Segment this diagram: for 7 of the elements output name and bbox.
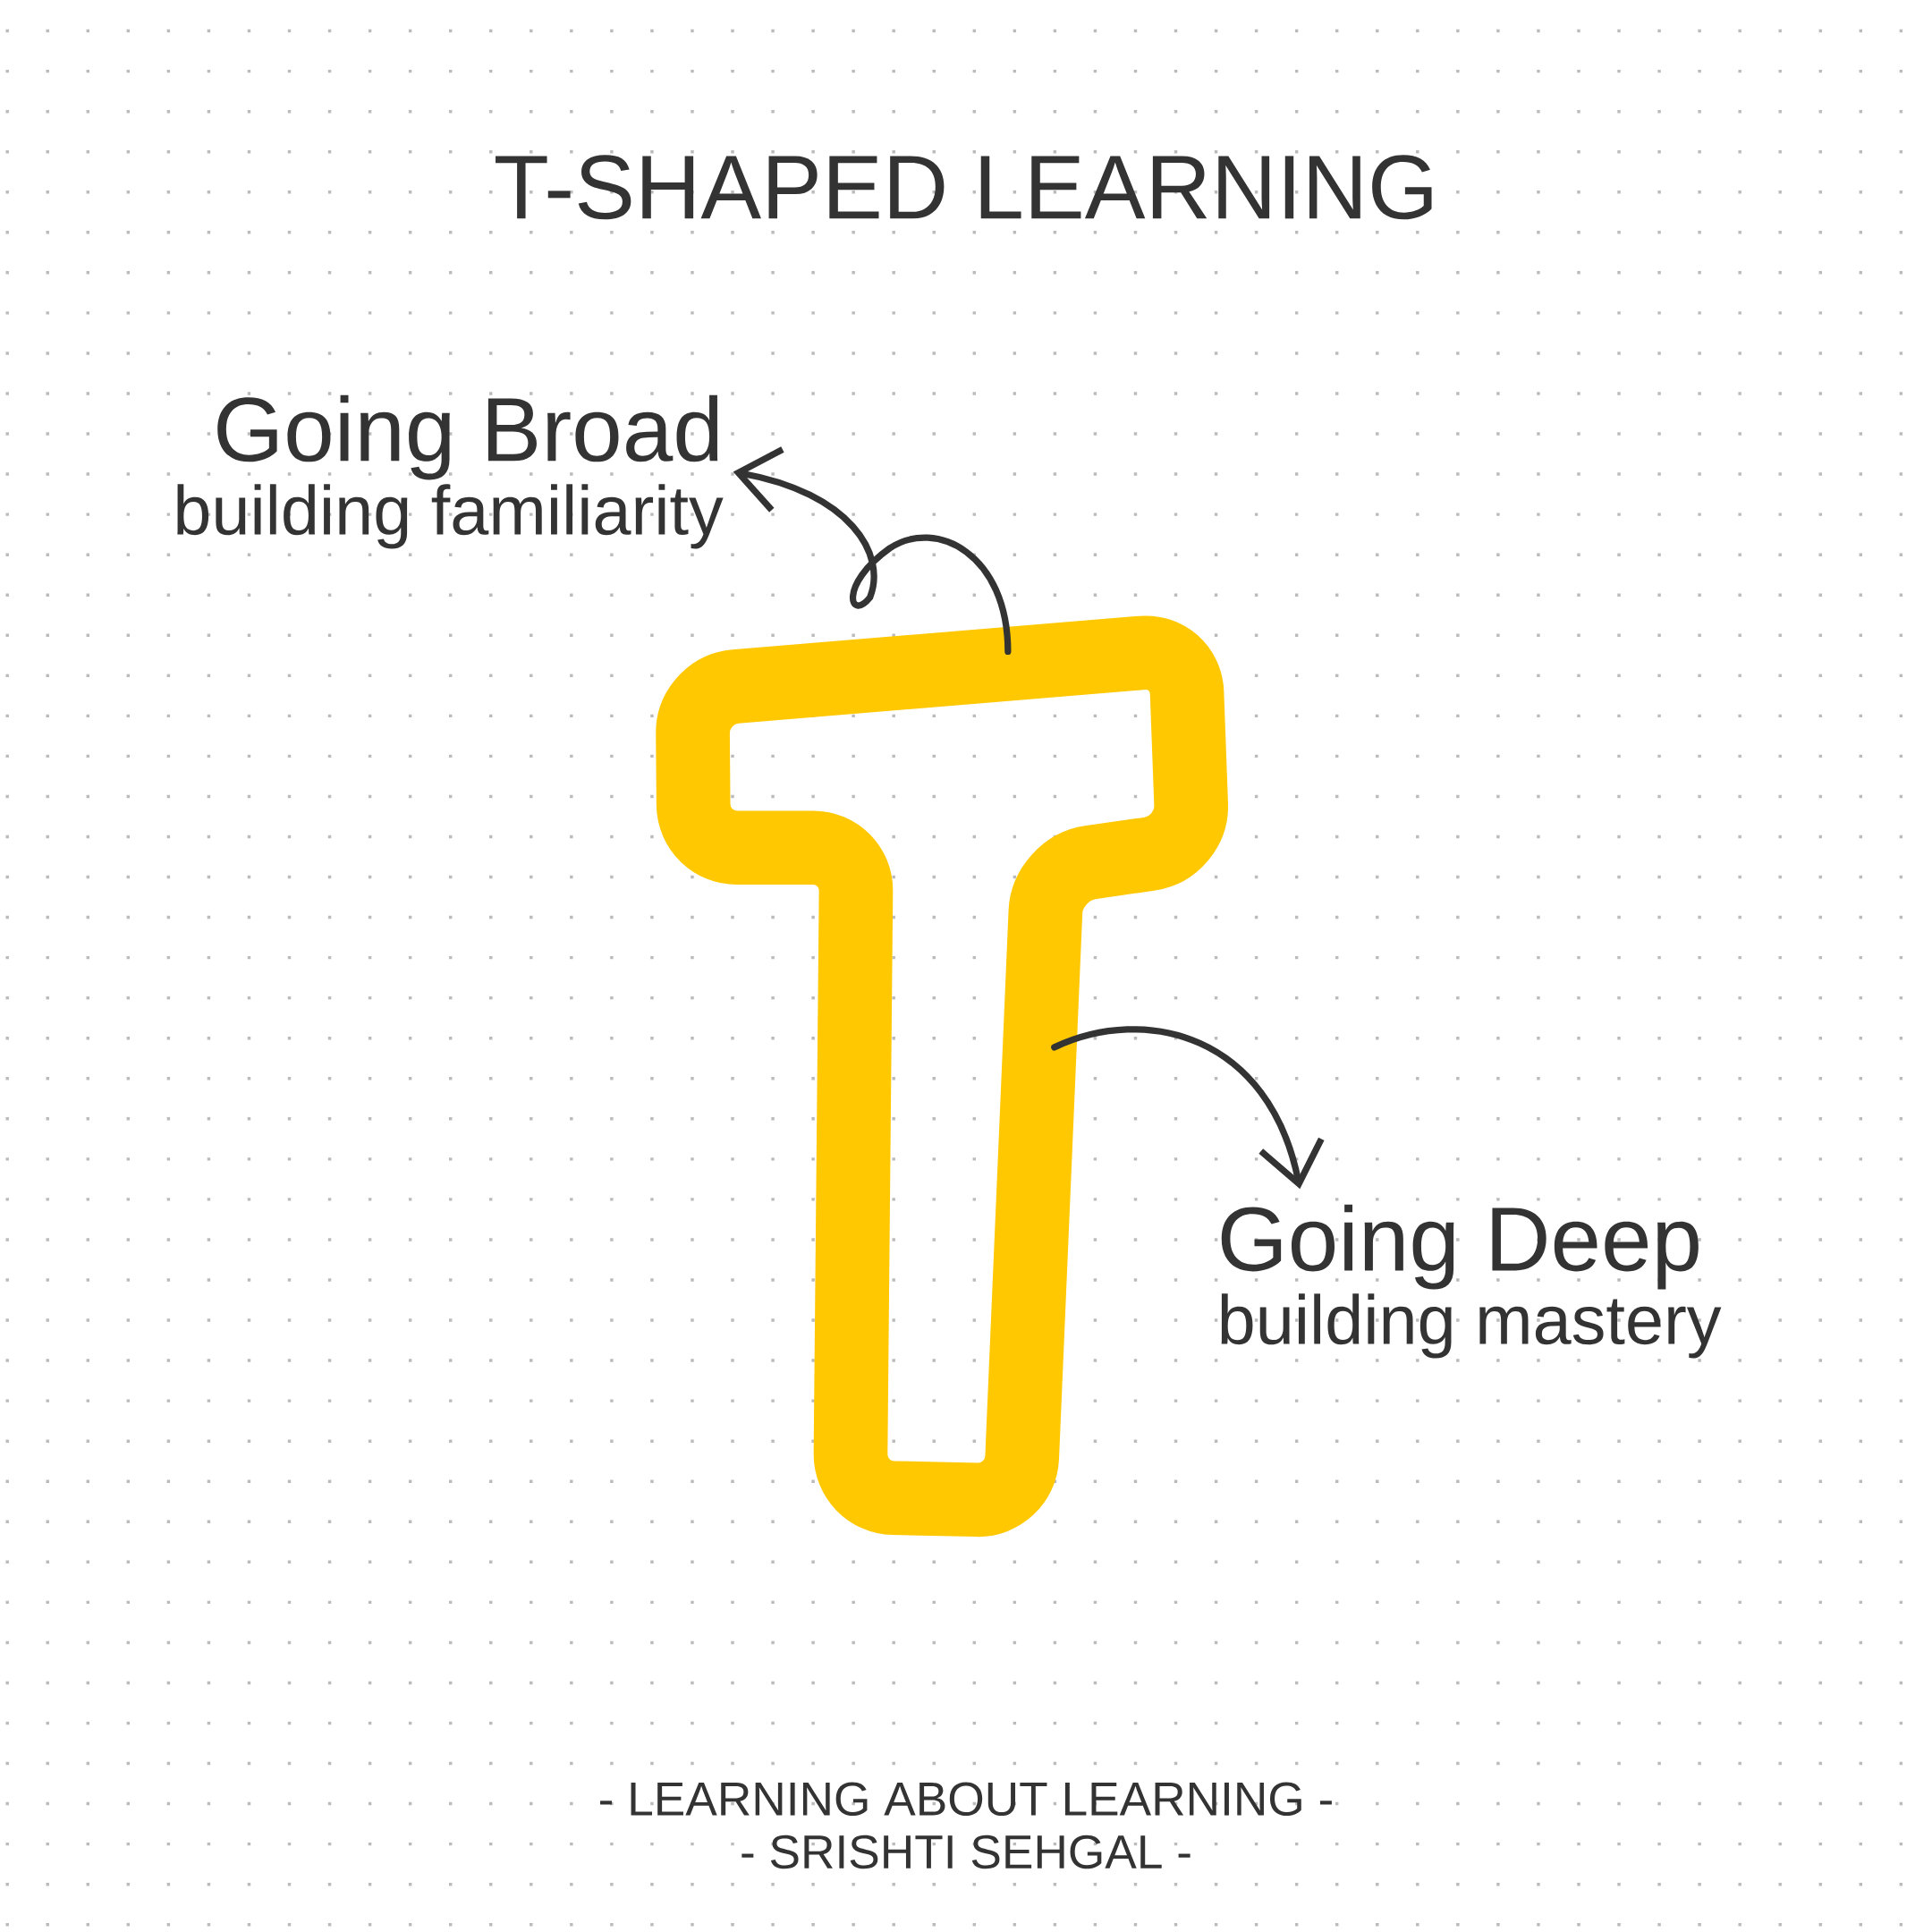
curved-arrow — [1051, 1026, 1325, 1190]
title: T-SHAPED LEARNING — [496, 155, 1432, 220]
curved-arrow — [733, 446, 1012, 656]
footer-text: - LEARNING ABOUT LEARNING - — [600, 1782, 1332, 1817]
annotation-text: Going Broad building familiarity — [177, 394, 724, 549]
annotation-text: Going Deep building mastery — [1221, 1204, 1722, 1359]
footer-text: - SRISHTI SEHGAL - — [741, 1835, 1191, 1869]
